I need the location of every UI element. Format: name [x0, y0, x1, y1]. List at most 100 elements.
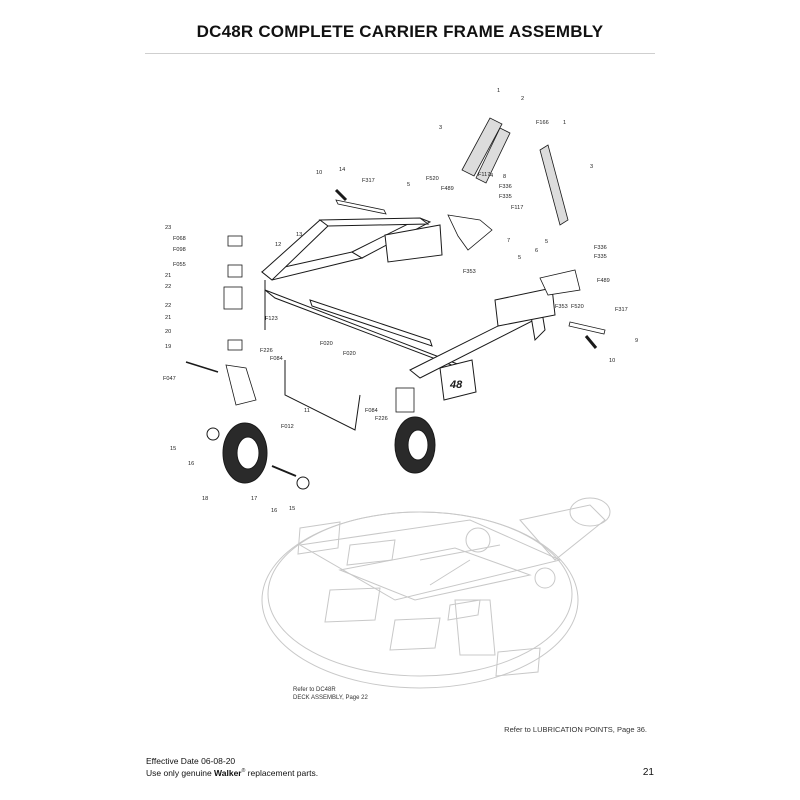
frame-side-plate [439, 359, 477, 401]
callout-label: 16 [271, 508, 277, 514]
front-caster-fork [395, 387, 415, 413]
callout-label: F047 [163, 376, 176, 382]
rear-wheel-hub [236, 436, 260, 470]
caster-washer [227, 339, 243, 351]
frame-decal-label: 48 [449, 379, 463, 391]
callout-label: F353 [555, 304, 568, 310]
callout-label: F336 [594, 245, 607, 251]
callout-label: F123 [265, 316, 278, 322]
callout-label: F012 [281, 424, 294, 430]
callout-label: 5 [518, 255, 521, 261]
frame-slotted-bar [309, 299, 433, 347]
callout-label: 19 [165, 344, 171, 350]
callout-label: 6 [535, 248, 538, 254]
genuine-suffix: replacement parts. [245, 768, 319, 778]
callout-label: F226 [375, 416, 388, 422]
handle-upper [334, 188, 348, 202]
callout-label: 15 [170, 446, 176, 452]
callout-label: 3 [590, 164, 593, 170]
callout-label: 17 [251, 496, 257, 502]
callout-label: F335 [499, 194, 512, 200]
effective-date: Effective Date 06-08-20 [146, 756, 236, 766]
callout-label: 21 [165, 315, 171, 321]
caster-bushing [227, 264, 243, 278]
pivot-rod-upper [335, 199, 387, 215]
frame-decal: 48 [449, 379, 463, 391]
callout-label: 1 [563, 120, 566, 126]
deck-reference-note: Refer to DC48R DECK ASSEMBLY, Page 22 [293, 686, 368, 702]
callout-label: F117 [511, 205, 523, 211]
callout-label: 5 [407, 182, 410, 188]
caster-housing [223, 286, 243, 310]
callout-label: F068 [173, 236, 186, 242]
callout-label: F520 [571, 304, 584, 310]
frame-top-crossbar [318, 217, 430, 227]
callout-label: 21 [165, 273, 171, 279]
callout-label: F489 [597, 278, 610, 284]
callout-label: 16 [188, 461, 194, 467]
callout-label: 9 [635, 338, 638, 344]
wheel-bearing-right [296, 476, 310, 490]
carrier-frame [260, 217, 556, 431]
callout-label: F117 [478, 172, 490, 178]
callout-label: 7 [507, 238, 510, 244]
caster-cap [227, 235, 243, 247]
title-divider [145, 53, 655, 54]
callout-label: 22 [165, 284, 171, 290]
callout-label: 23 [165, 225, 171, 231]
spring-right [539, 144, 569, 226]
frame-support-loop [284, 360, 361, 431]
handle-lower [584, 335, 598, 349]
registered-mark: ® [241, 768, 246, 775]
deck-reference-line-2: DECK ASSEMBLY, Page 22 [293, 695, 368, 701]
pivot-rod-lower [568, 321, 606, 335]
callout-label: 4 [490, 173, 493, 179]
front-wheel-hub [407, 429, 429, 461]
callout-label: 10 [316, 170, 322, 176]
callout-label: F336 [499, 184, 512, 190]
callout-label: F020 [343, 351, 356, 357]
callout-label: 1 [497, 88, 500, 94]
callout-label: F317 [615, 307, 628, 313]
callout-label: 12 [275, 242, 281, 248]
genuine-parts-note: Use only genuine Walker® replacement par… [146, 768, 318, 778]
callout-label: 2 [521, 96, 524, 102]
caster-assembly [185, 235, 415, 477]
callout-label: F520 [426, 176, 439, 182]
wheels [206, 416, 436, 490]
page-title: DC48R COMPLETE CARRIER FRAME ASSEMBLY [196, 22, 604, 41]
springs [461, 117, 569, 226]
axle-pin [271, 465, 297, 477]
callout-label: F353 [463, 269, 476, 275]
callout-label: 13 [296, 232, 302, 238]
callout-label: F335 [594, 254, 607, 260]
callout-label: F098 [173, 247, 186, 253]
genuine-prefix: Use only genuine [146, 768, 215, 778]
deck-reference-line-1: Refer to DC48R [293, 687, 336, 693]
caster-fork [225, 364, 257, 406]
callout-label: 20 [165, 329, 171, 335]
callout-label: F084 [365, 408, 378, 414]
frame-bracket-rear [384, 224, 443, 263]
callout-label: F226 [260, 348, 273, 354]
frame-bracket-front [494, 287, 556, 327]
callout-label: F020 [320, 341, 333, 347]
spring-middle [475, 127, 511, 184]
callout-label: 14 [339, 167, 345, 173]
callout-label: F489 [441, 186, 454, 192]
pivot-arm-upper [447, 214, 493, 251]
callout-label: 3 [439, 125, 442, 131]
callout-label: 22 [165, 303, 171, 309]
caster-bolt [185, 361, 219, 373]
pivot-arm-lower [539, 269, 581, 296]
callout-label: 11 [304, 408, 310, 414]
deck-assembly-ghost [261, 497, 611, 689]
callout-label: F317 [362, 178, 375, 184]
callout-label: F166 [536, 120, 549, 126]
page-number: 21 [642, 767, 654, 778]
spring-left [461, 117, 503, 177]
callout-label: 10 [609, 358, 615, 364]
brand-name: Walker [214, 768, 242, 778]
